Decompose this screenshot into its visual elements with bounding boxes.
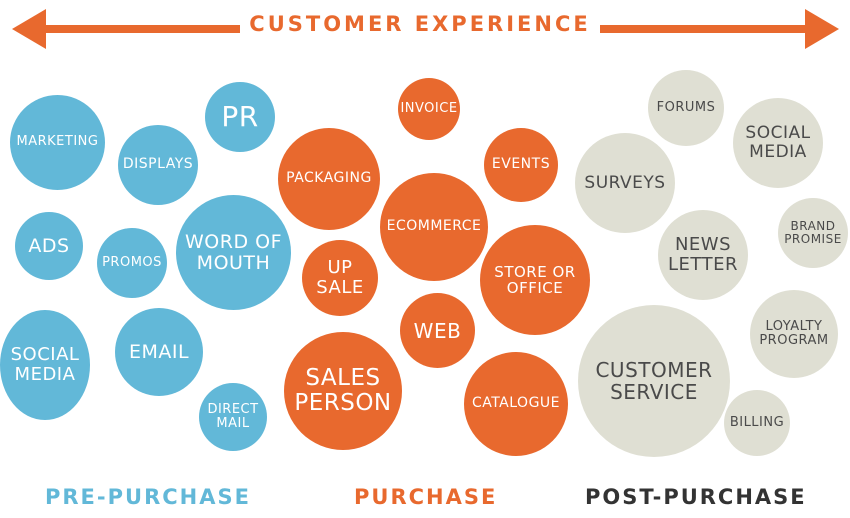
bubble-loyalty-program: LOYALTY PROGRAM xyxy=(750,290,838,378)
bubble-word-of-mouth: WORD OF MOUTH xyxy=(176,195,291,310)
bubble-up-sale: UP SALE xyxy=(302,240,378,316)
bubble-sales-person: SALES PERSON xyxy=(284,332,402,450)
bubble-email: EMAIL xyxy=(115,308,203,396)
header-arrow-right-shaft xyxy=(600,25,810,33)
bubble-customer-service: CUSTOMER SERVICE xyxy=(578,305,730,457)
bubble-marketing: MARKETING xyxy=(10,95,105,190)
bubble-ecommerce: ECOMMERCE xyxy=(380,173,488,281)
bubble-social-media-post: SOCIAL MEDIA xyxy=(733,98,823,188)
bubble-store-or-office: STORE OR OFFICE xyxy=(480,225,590,335)
header-arrow-left-shaft xyxy=(40,25,240,33)
stage-label-pre-purchase: PRE-PURCHASE xyxy=(45,485,251,509)
bubble-promos: PROMOS xyxy=(97,228,167,298)
arrow-left-icon xyxy=(12,9,46,49)
stage-label-post-purchase: POST-PURCHASE xyxy=(585,485,807,509)
bubble-news-letter: NEWS LETTER xyxy=(658,210,748,300)
bubble-displays: DISPLAYS xyxy=(118,125,198,205)
bubble-brand-promise: BRAND PROMISE xyxy=(778,198,848,268)
stage-label-purchase: PURCHASE xyxy=(354,485,498,509)
header-title: CUSTOMER EXPERIENCE xyxy=(249,12,591,36)
bubble-forums: FORUMS xyxy=(648,70,724,146)
bubble-packaging: PACKAGING xyxy=(278,128,380,230)
bubble-ads: ADS xyxy=(15,212,83,280)
bubble-direct-mail: DIRECT MAIL xyxy=(199,383,267,451)
bubble-billing: BILLING xyxy=(724,390,790,456)
bubble-web: WEB xyxy=(400,293,475,368)
bubble-surveys: SURVEYS xyxy=(575,133,675,233)
bubble-catalogue: CATALOGUE xyxy=(464,352,568,456)
bubble-social-media-pre: SOCIAL MEDIA xyxy=(0,310,90,420)
bubble-invoice: INVOICE xyxy=(398,78,460,140)
bubble-pr: PR xyxy=(205,82,275,152)
arrow-right-icon xyxy=(805,9,839,49)
bubble-events: EVENTS xyxy=(484,128,558,202)
